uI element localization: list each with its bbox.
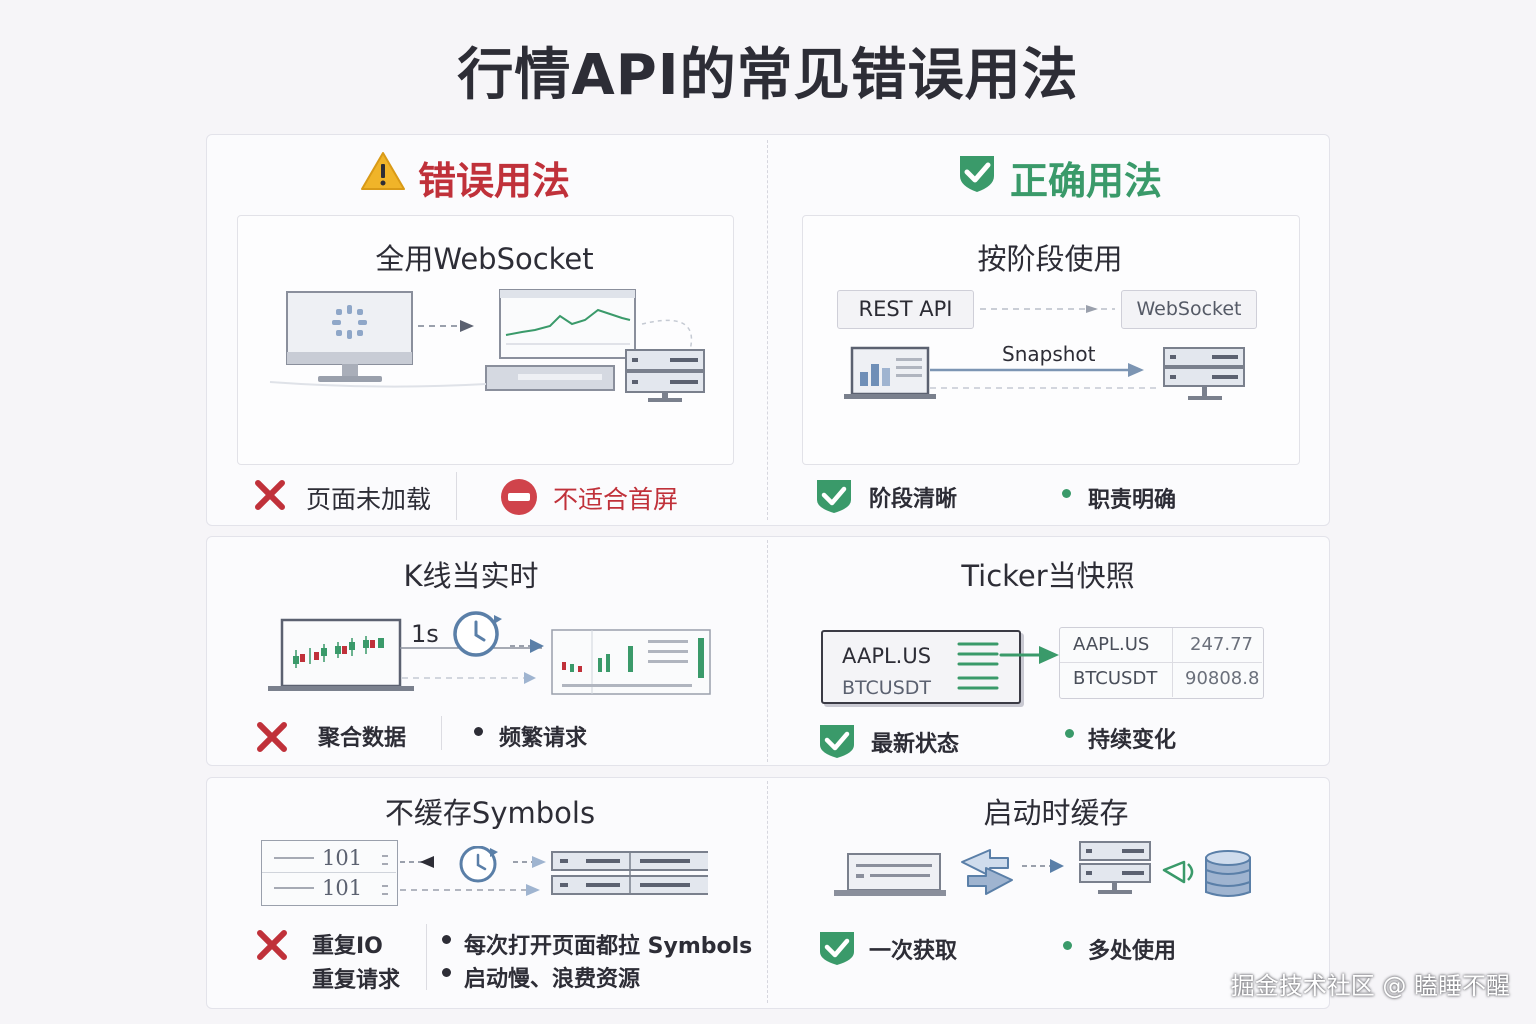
bullet-dot bbox=[1063, 941, 1072, 950]
startup-cache-title: 启动时缓存 bbox=[983, 796, 1129, 830]
bullet-dot bbox=[442, 968, 451, 977]
code-label: 101 bbox=[322, 876, 363, 900]
table-col-divider bbox=[1172, 628, 1173, 697]
table-row: AAPL.US bbox=[1073, 634, 1150, 655]
ticker-symbol-2: BTCUSDT bbox=[842, 677, 931, 699]
cross-icon bbox=[257, 722, 287, 752]
cross-icon bbox=[255, 480, 285, 510]
divider bbox=[767, 781, 768, 1003]
cross-icon bbox=[257, 930, 287, 960]
wrong-card-title: 全用WebSocket bbox=[375, 242, 594, 276]
ticker-table bbox=[1059, 627, 1264, 699]
wrong-heading: 错误用法 bbox=[418, 159, 571, 203]
file-row-divider bbox=[262, 872, 396, 873]
snapshot-label: Snapshot bbox=[1002, 342, 1096, 366]
cache-item-2: 多处使用 bbox=[1088, 939, 1177, 964]
code-label: 101 bbox=[322, 846, 363, 870]
bullet-dot bbox=[474, 727, 483, 736]
rest-api-pill: REST API bbox=[837, 290, 974, 329]
symbols-item-1: 重复IO bbox=[312, 934, 383, 959]
warning-icon bbox=[361, 152, 405, 190]
right-item-1: 阶段清晰 bbox=[869, 487, 958, 512]
table-row-divider bbox=[1060, 662, 1262, 663]
kline-item-1: 聚合数据 bbox=[318, 726, 407, 751]
right-card bbox=[802, 215, 1300, 465]
websocket-pill: WebSocket bbox=[1121, 290, 1257, 329]
websocket-illustration bbox=[269, 289, 705, 402]
right-card-title: 按阶段使用 bbox=[977, 242, 1123, 276]
separator bbox=[441, 716, 442, 750]
kline-item-2: 频繁请求 bbox=[499, 726, 588, 751]
symbols-nocache-title: 不缓存Symbols bbox=[384, 796, 596, 830]
startup-cache-illustration bbox=[834, 841, 1251, 897]
separator bbox=[426, 924, 427, 990]
cache-item-1: 一次获取 bbox=[869, 939, 958, 964]
ticker-title: Ticker当快照 bbox=[961, 559, 1135, 593]
table-cell-price: 247.77 bbox=[1190, 634, 1253, 655]
table-row: BTCUSDT bbox=[1073, 668, 1158, 689]
divider bbox=[767, 140, 768, 520]
kline-illustration bbox=[268, 611, 711, 695]
symbols-bullet-1: 每次打开页面都拉 Symbols bbox=[464, 934, 753, 959]
separator bbox=[456, 472, 457, 520]
watermark: 掘金技术社区 @ 瞌睡不醒 bbox=[1230, 972, 1510, 1000]
symbols-bullet-2: 启动慢、浪费资源 bbox=[464, 967, 641, 992]
right-item-2: 职责明确 bbox=[1088, 488, 1177, 513]
page-title: 行情API的常见错误用法 bbox=[457, 43, 1079, 108]
symbols-item-2: 重复请求 bbox=[312, 968, 401, 993]
file-list-box bbox=[261, 840, 398, 906]
wrong-item-1: 页面未加载 bbox=[306, 485, 432, 514]
table-cell-price: 90808.8 bbox=[1185, 668, 1260, 689]
ticker-symbol-1: AAPL.US bbox=[842, 644, 932, 668]
interval-label: 1s bbox=[411, 620, 439, 648]
divider bbox=[767, 540, 768, 762]
ticker-symbol-box bbox=[821, 630, 1021, 704]
right-heading: 正确用法 bbox=[1010, 159, 1163, 203]
kline-title: K线当实时 bbox=[403, 559, 539, 593]
ticker-stream-icon bbox=[957, 642, 1059, 690]
bullet-dot bbox=[442, 935, 451, 944]
ticker-item-2: 持续变化 bbox=[1088, 728, 1177, 753]
check-shield-icon bbox=[820, 725, 854, 758]
wrong-item-2: 不适合首屏 bbox=[553, 485, 679, 514]
check-shield-icon bbox=[817, 480, 851, 513]
bullet-dot bbox=[1062, 489, 1071, 498]
ticker-item-1: 最新状态 bbox=[871, 732, 960, 757]
bullet-dot bbox=[1065, 729, 1074, 738]
no-entry-icon bbox=[501, 479, 537, 515]
shield-check-icon bbox=[960, 156, 994, 192]
symbols-refetch-illustration bbox=[274, 846, 708, 896]
check-shield-icon bbox=[820, 932, 854, 965]
rest-to-ws-illustration bbox=[844, 305, 1245, 400]
